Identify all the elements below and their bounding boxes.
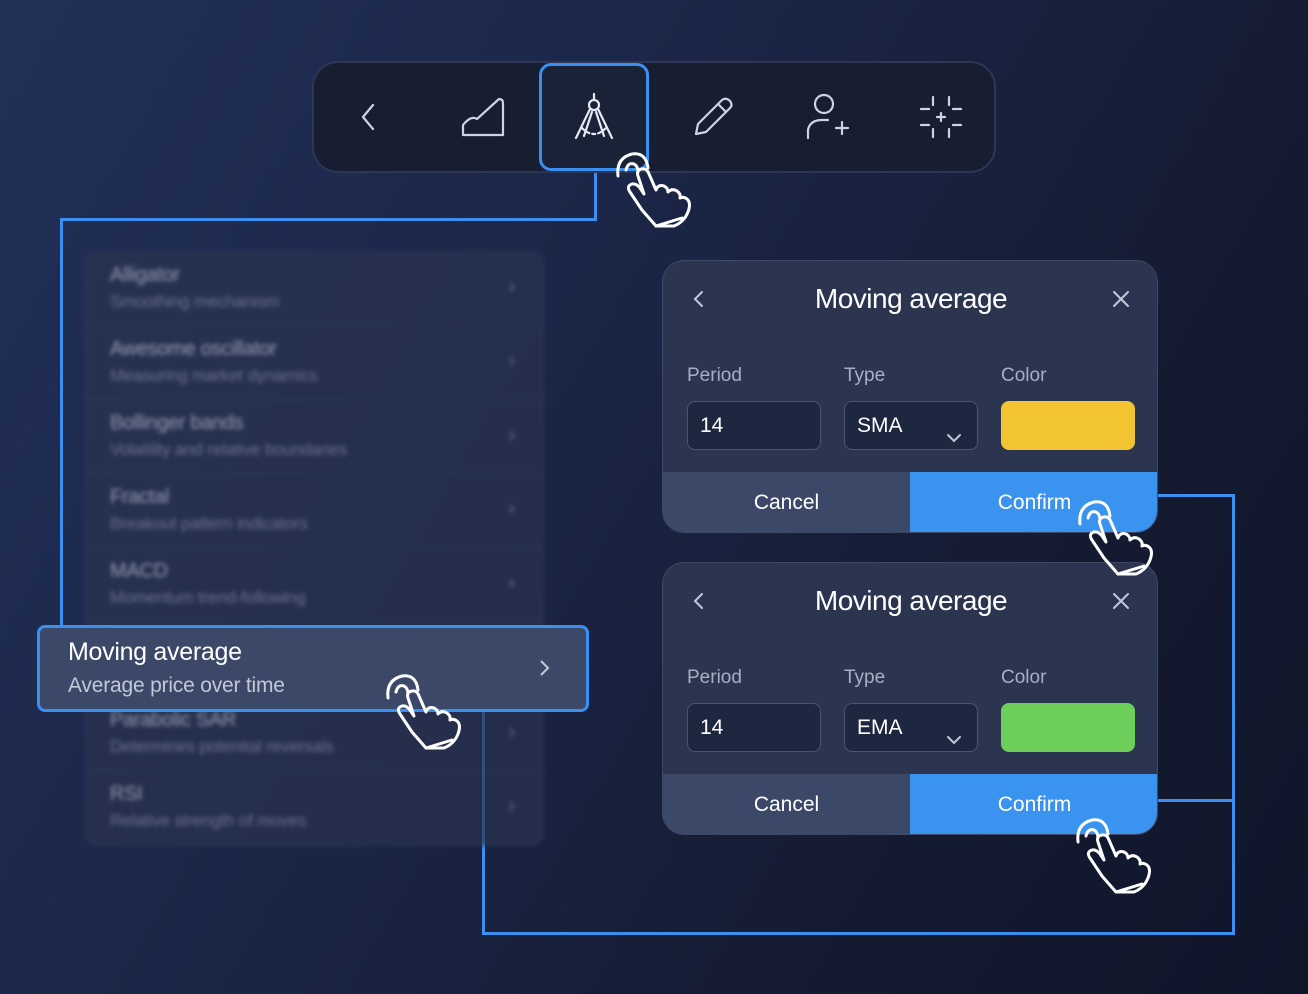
list-item[interactable]: RSI Relative strength of moves › (86, 771, 545, 845)
close-icon (1113, 593, 1129, 609)
drawing-compass-icon (574, 92, 614, 140)
color-label: Color (1001, 667, 1047, 688)
period-input[interactable]: 14 (687, 401, 821, 450)
list-item-subtitle: Volatility and relative boundaries (110, 440, 348, 459)
list-item-title: Fractal (110, 486, 170, 508)
color-swatch[interactable] (1001, 703, 1135, 752)
connector-line (1232, 494, 1235, 935)
list-item-subtitle: Relative strength of moves (110, 811, 307, 830)
list-item-title: MACD (110, 560, 168, 582)
pointer-hand-icon (612, 146, 696, 235)
close-icon (1113, 291, 1129, 307)
chevron-right-icon: › (508, 350, 515, 372)
list-item-subtitle: Momentum trend-following (110, 588, 306, 607)
toolbar-chart-button[interactable] (428, 63, 538, 171)
pointer-hand-icon (1072, 812, 1156, 901)
crosshair-icon (919, 95, 963, 139)
connector-line (594, 172, 597, 220)
type-value: SMA (857, 414, 903, 437)
pointer-hand-icon (382, 668, 466, 757)
color-label: Color (1001, 365, 1047, 386)
pencil-icon (694, 97, 733, 136)
area-chart-icon (461, 97, 505, 137)
list-item[interactable]: Bollinger bands Volatility and relative … (86, 400, 545, 474)
connector-line (1156, 494, 1235, 497)
type-select[interactable]: EMA (844, 703, 978, 752)
list-item-title: Bollinger bands (110, 412, 244, 434)
list-item-subtitle: Breakout pattern indicators (110, 514, 308, 533)
list-item[interactable]: MACD Momentum trend-following › (86, 548, 545, 622)
cancel-button[interactable]: Cancel (663, 774, 910, 834)
period-value: 14 (700, 414, 724, 437)
color-swatch[interactable] (1001, 401, 1135, 450)
back-button[interactable] (687, 287, 711, 311)
list-item-title: Parabolic SAR (110, 709, 237, 731)
toolbar-pencil-button[interactable] (658, 63, 768, 171)
period-value: 14 (700, 716, 724, 739)
toolbar-add-user-button[interactable] (772, 63, 882, 171)
period-label: Period (687, 667, 742, 688)
period-label: Period (687, 365, 742, 386)
type-label: Type (844, 365, 886, 386)
pointer-hand-icon (1074, 494, 1158, 583)
back-button[interactable] (687, 589, 711, 613)
list-item-subtitle: Determines potential reversals (110, 737, 334, 756)
indicator-list: Alligator Smoothing mechanism › Awesome … (85, 251, 545, 846)
selected-list-item[interactable]: Moving average Average price over time (37, 625, 589, 712)
close-button[interactable] (1109, 287, 1133, 311)
toolbar-back-button[interactable] (314, 63, 424, 171)
connector-line (482, 932, 1235, 935)
selected-item-subtitle: Average price over time (68, 674, 285, 697)
dialog-title: Moving average (814, 585, 1008, 616)
connector-line (1156, 799, 1235, 802)
list-item-title: Alligator (110, 264, 180, 286)
chevron-right-icon: › (508, 572, 515, 594)
add-user-icon (806, 93, 850, 140)
moving-average-dialog: Moving average Period Type Color 14 EMA … (662, 562, 1158, 835)
chevron-right-icon: › (508, 498, 515, 520)
list-item-title: RSI (110, 783, 143, 805)
type-value: EMA (857, 716, 903, 739)
moving-average-dialog: Moving average Period Type Color 14 SMA … (662, 260, 1158, 533)
chevron-down-icon (945, 417, 963, 464)
chevron-right-icon (538, 658, 550, 683)
type-select[interactable]: SMA (844, 401, 978, 450)
close-button[interactable] (1109, 589, 1133, 613)
chevron-left-icon (693, 593, 703, 609)
list-item[interactable]: Parabolic SAR Determines potential rever… (86, 697, 545, 771)
chevron-right-icon: › (508, 424, 515, 446)
chevron-right-icon: › (508, 795, 515, 817)
type-label: Type (844, 667, 886, 688)
list-item-subtitle: Measuring market dynamics (110, 366, 318, 385)
chevron-down-icon (945, 719, 963, 766)
list-item[interactable]: Awesome oscillator Measuring market dyna… (86, 326, 545, 400)
chevron-right-icon: › (508, 721, 515, 743)
connector-line (60, 218, 597, 221)
toolbar-compass-button[interactable] (539, 63, 649, 171)
toolbar-crosshair-button[interactable] (886, 63, 996, 171)
cancel-button[interactable]: Cancel (663, 472, 910, 532)
chevron-left-icon (361, 103, 375, 131)
chevron-left-icon (693, 291, 703, 307)
connector-line (60, 218, 63, 626)
toolbar (312, 61, 996, 173)
list-item-subtitle: Smoothing mechanism (110, 292, 280, 311)
selected-item-title: Moving average (68, 638, 242, 666)
list-item[interactable]: Fractal Breakout pattern indicators › (86, 474, 545, 548)
confirm-button[interactable]: Confirm (910, 774, 1157, 834)
chevron-right-icon: › (508, 276, 515, 298)
list-item[interactable]: Alligator Smoothing mechanism › (86, 252, 545, 326)
list-item-title: Awesome oscillator (110, 338, 277, 360)
period-input[interactable]: 14 (687, 703, 821, 752)
confirm-button[interactable]: Confirm (910, 472, 1157, 532)
dialog-title: Moving average (814, 283, 1008, 314)
